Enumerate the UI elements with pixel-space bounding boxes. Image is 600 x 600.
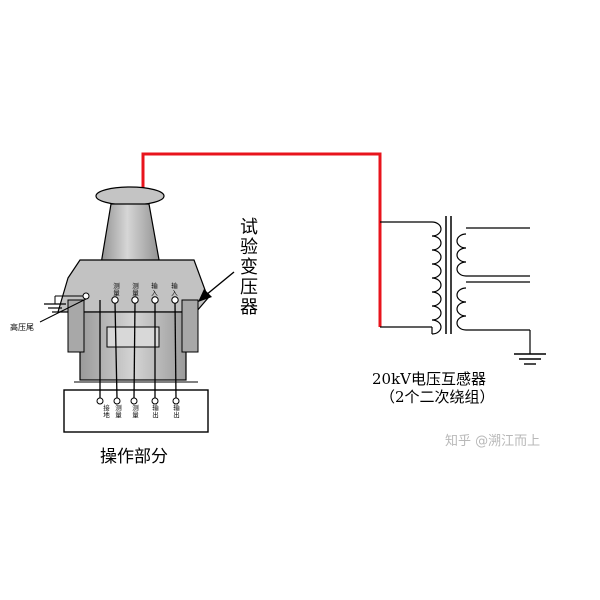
wire-measure-2 (133, 302, 136, 399)
tank-fin-right (181, 299, 199, 353)
secondary-windings-label: （2个二次绕组） (380, 388, 495, 406)
pt-secondary-winding-1 (456, 233, 467, 277)
hv-lead-wire (141, 152, 382, 327)
top-terminal (171, 296, 179, 304)
wire-measure-1 (114, 302, 118, 399)
panel-terminal-label: 测量 (132, 404, 139, 419)
top-terminal-label: 测量 (113, 282, 120, 297)
tank-fin-left (67, 299, 85, 353)
panel-terminal-label: 输出 (152, 404, 159, 419)
hv-tail-label: 高压尾 (10, 323, 34, 332)
hv-tail-pointer (39, 298, 87, 323)
arrow-shaft (205, 271, 235, 296)
test-transformer (57, 186, 209, 383)
hv-tail-ground (39, 292, 90, 323)
top-terminal-label: 输入 (151, 282, 158, 297)
top-terminal-label: 输入 (171, 282, 178, 297)
panel-terminal-label: 接地 (103, 404, 110, 419)
arrow-head (198, 289, 212, 302)
test-transformer-label: 试验变压器 (240, 217, 258, 318)
voltage-transformer-label: 20kV电压互感器 (372, 370, 487, 388)
top-terminal (151, 296, 159, 304)
tank-window (106, 326, 160, 348)
panel-terminal-label: 测量 (115, 404, 122, 419)
control-wires (99, 300, 177, 399)
top-terminal (111, 296, 119, 304)
voltage-transformer (380, 216, 546, 365)
operation-panel (63, 389, 209, 433)
top-terminals (111, 296, 179, 304)
watermark: 知乎 @溯江而上 (445, 434, 541, 449)
operation-part-label: 操作部分 (100, 447, 168, 467)
bushing-cap (95, 186, 165, 206)
hv-tail-terminal (82, 292, 90, 300)
transformer-label-arrow (198, 271, 235, 302)
top-terminal-label: 测量 (132, 282, 139, 297)
pt-primary-winding (431, 221, 442, 335)
pt-secondary-winding-2 (456, 287, 467, 331)
panel-terminal (96, 397, 104, 405)
wire-input-2 (174, 302, 177, 399)
panel-terminal-label: 输出 (173, 404, 180, 419)
top-terminal (131, 296, 139, 304)
